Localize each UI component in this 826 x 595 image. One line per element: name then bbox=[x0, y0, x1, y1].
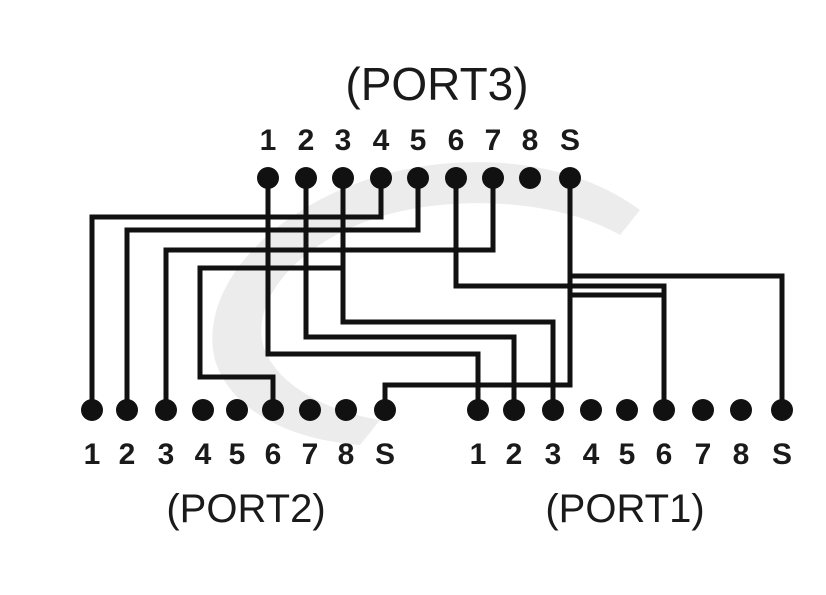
wires bbox=[89, 178, 785, 410]
port3-pins bbox=[257, 167, 581, 189]
port2-pin-label: 3 bbox=[158, 438, 175, 471]
wire-p3-4-to-p2-1 bbox=[89, 178, 384, 410]
port3-pin-label: 7 bbox=[485, 124, 502, 157]
port1-pin-label: 1 bbox=[470, 438, 487, 471]
port1-pin bbox=[467, 399, 489, 421]
port2-pin-labels: 1 2 3 4 5 6 7 8 S bbox=[84, 438, 395, 471]
port2-pin bbox=[262, 399, 284, 421]
port2-pin-label: 6 bbox=[265, 438, 282, 471]
port1-pin-label: S bbox=[772, 438, 792, 471]
port3-pin-label: 3 bbox=[335, 124, 352, 157]
port1-pin-label: 2 bbox=[506, 438, 523, 471]
port3-pin bbox=[407, 167, 429, 189]
port2-pins bbox=[81, 399, 396, 421]
wire-p3-s-to-p1-s bbox=[567, 178, 785, 410]
port3-pin-label: 1 bbox=[260, 124, 277, 157]
port3-pin-label: 2 bbox=[298, 124, 315, 157]
port2-pin-label: 1 bbox=[84, 438, 101, 471]
port3-pin bbox=[519, 167, 541, 189]
wire-p3-3-to-p1-3 bbox=[340, 268, 556, 410]
port1-pins bbox=[467, 399, 793, 421]
port3-pin-label: 5 bbox=[410, 124, 427, 157]
port3-pin bbox=[559, 167, 581, 189]
port2-pin bbox=[81, 399, 103, 421]
port1-pin bbox=[503, 399, 525, 421]
port1-pin bbox=[580, 399, 602, 421]
port1-pin bbox=[771, 399, 793, 421]
wire-shield-to-p2-s bbox=[382, 276, 573, 410]
port2-pin bbox=[299, 399, 321, 421]
port2-pin-label: 7 bbox=[302, 438, 319, 471]
port1-pin bbox=[542, 399, 564, 421]
port2-pin-label: 2 bbox=[119, 438, 136, 471]
port1-pin bbox=[653, 399, 675, 421]
port1-pin bbox=[616, 399, 638, 421]
port1-pin-label: 6 bbox=[656, 438, 673, 471]
port3-pin bbox=[332, 167, 354, 189]
wire-p3-2-to-p1-2 bbox=[303, 178, 517, 410]
port3-pin bbox=[482, 167, 504, 189]
wire-p3-5-to-p2-2 bbox=[124, 178, 421, 410]
port2-pin bbox=[192, 399, 214, 421]
wire-p3-7-to-p2-3 bbox=[163, 178, 496, 410]
watermark-logo bbox=[212, 162, 640, 445]
port3-pin-label: S bbox=[560, 124, 580, 157]
port2-pin bbox=[155, 399, 177, 421]
port2-pin-label: 5 bbox=[229, 438, 246, 471]
port3-pin bbox=[370, 167, 392, 189]
port2-pin-label: S bbox=[375, 438, 395, 471]
port2-pin-label: 4 bbox=[195, 438, 212, 471]
port1-title: (PORT1) bbox=[545, 487, 704, 531]
port1-pin-label: 4 bbox=[583, 438, 600, 471]
port2-pin-label: 8 bbox=[338, 438, 355, 471]
wire-p3-6-to-p1-6 bbox=[453, 178, 667, 410]
port3-pin bbox=[257, 167, 279, 189]
port3-pin bbox=[445, 167, 467, 189]
port3-pin-label: 4 bbox=[373, 124, 390, 157]
wire-p3-1-to-p1-1 bbox=[265, 178, 481, 410]
wire-p3-3-to-p2-6 bbox=[197, 178, 346, 410]
port2-pin bbox=[335, 399, 357, 421]
port1-pin-label: 3 bbox=[545, 438, 562, 471]
port2-pin bbox=[226, 399, 248, 421]
port1-pin bbox=[730, 399, 752, 421]
port2-title: (PORT2) bbox=[166, 487, 325, 531]
port3-pin-labels: 1 2 3 4 5 6 7 8 S bbox=[260, 124, 580, 157]
port3-title: (PORT3) bbox=[345, 58, 528, 110]
port1-pin-labels: 1 2 3 4 5 6 7 8 S bbox=[470, 438, 792, 471]
port1-pin bbox=[692, 399, 714, 421]
port3-pin-label: 6 bbox=[448, 124, 465, 157]
port3-pin bbox=[295, 167, 317, 189]
port2-pin bbox=[374, 399, 396, 421]
port2-pin bbox=[116, 399, 138, 421]
port3-pin-label: 8 bbox=[522, 124, 539, 157]
port1-pin-label: 8 bbox=[733, 438, 750, 471]
port1-pin-label: 7 bbox=[695, 438, 712, 471]
port1-pin-label: 5 bbox=[619, 438, 636, 471]
